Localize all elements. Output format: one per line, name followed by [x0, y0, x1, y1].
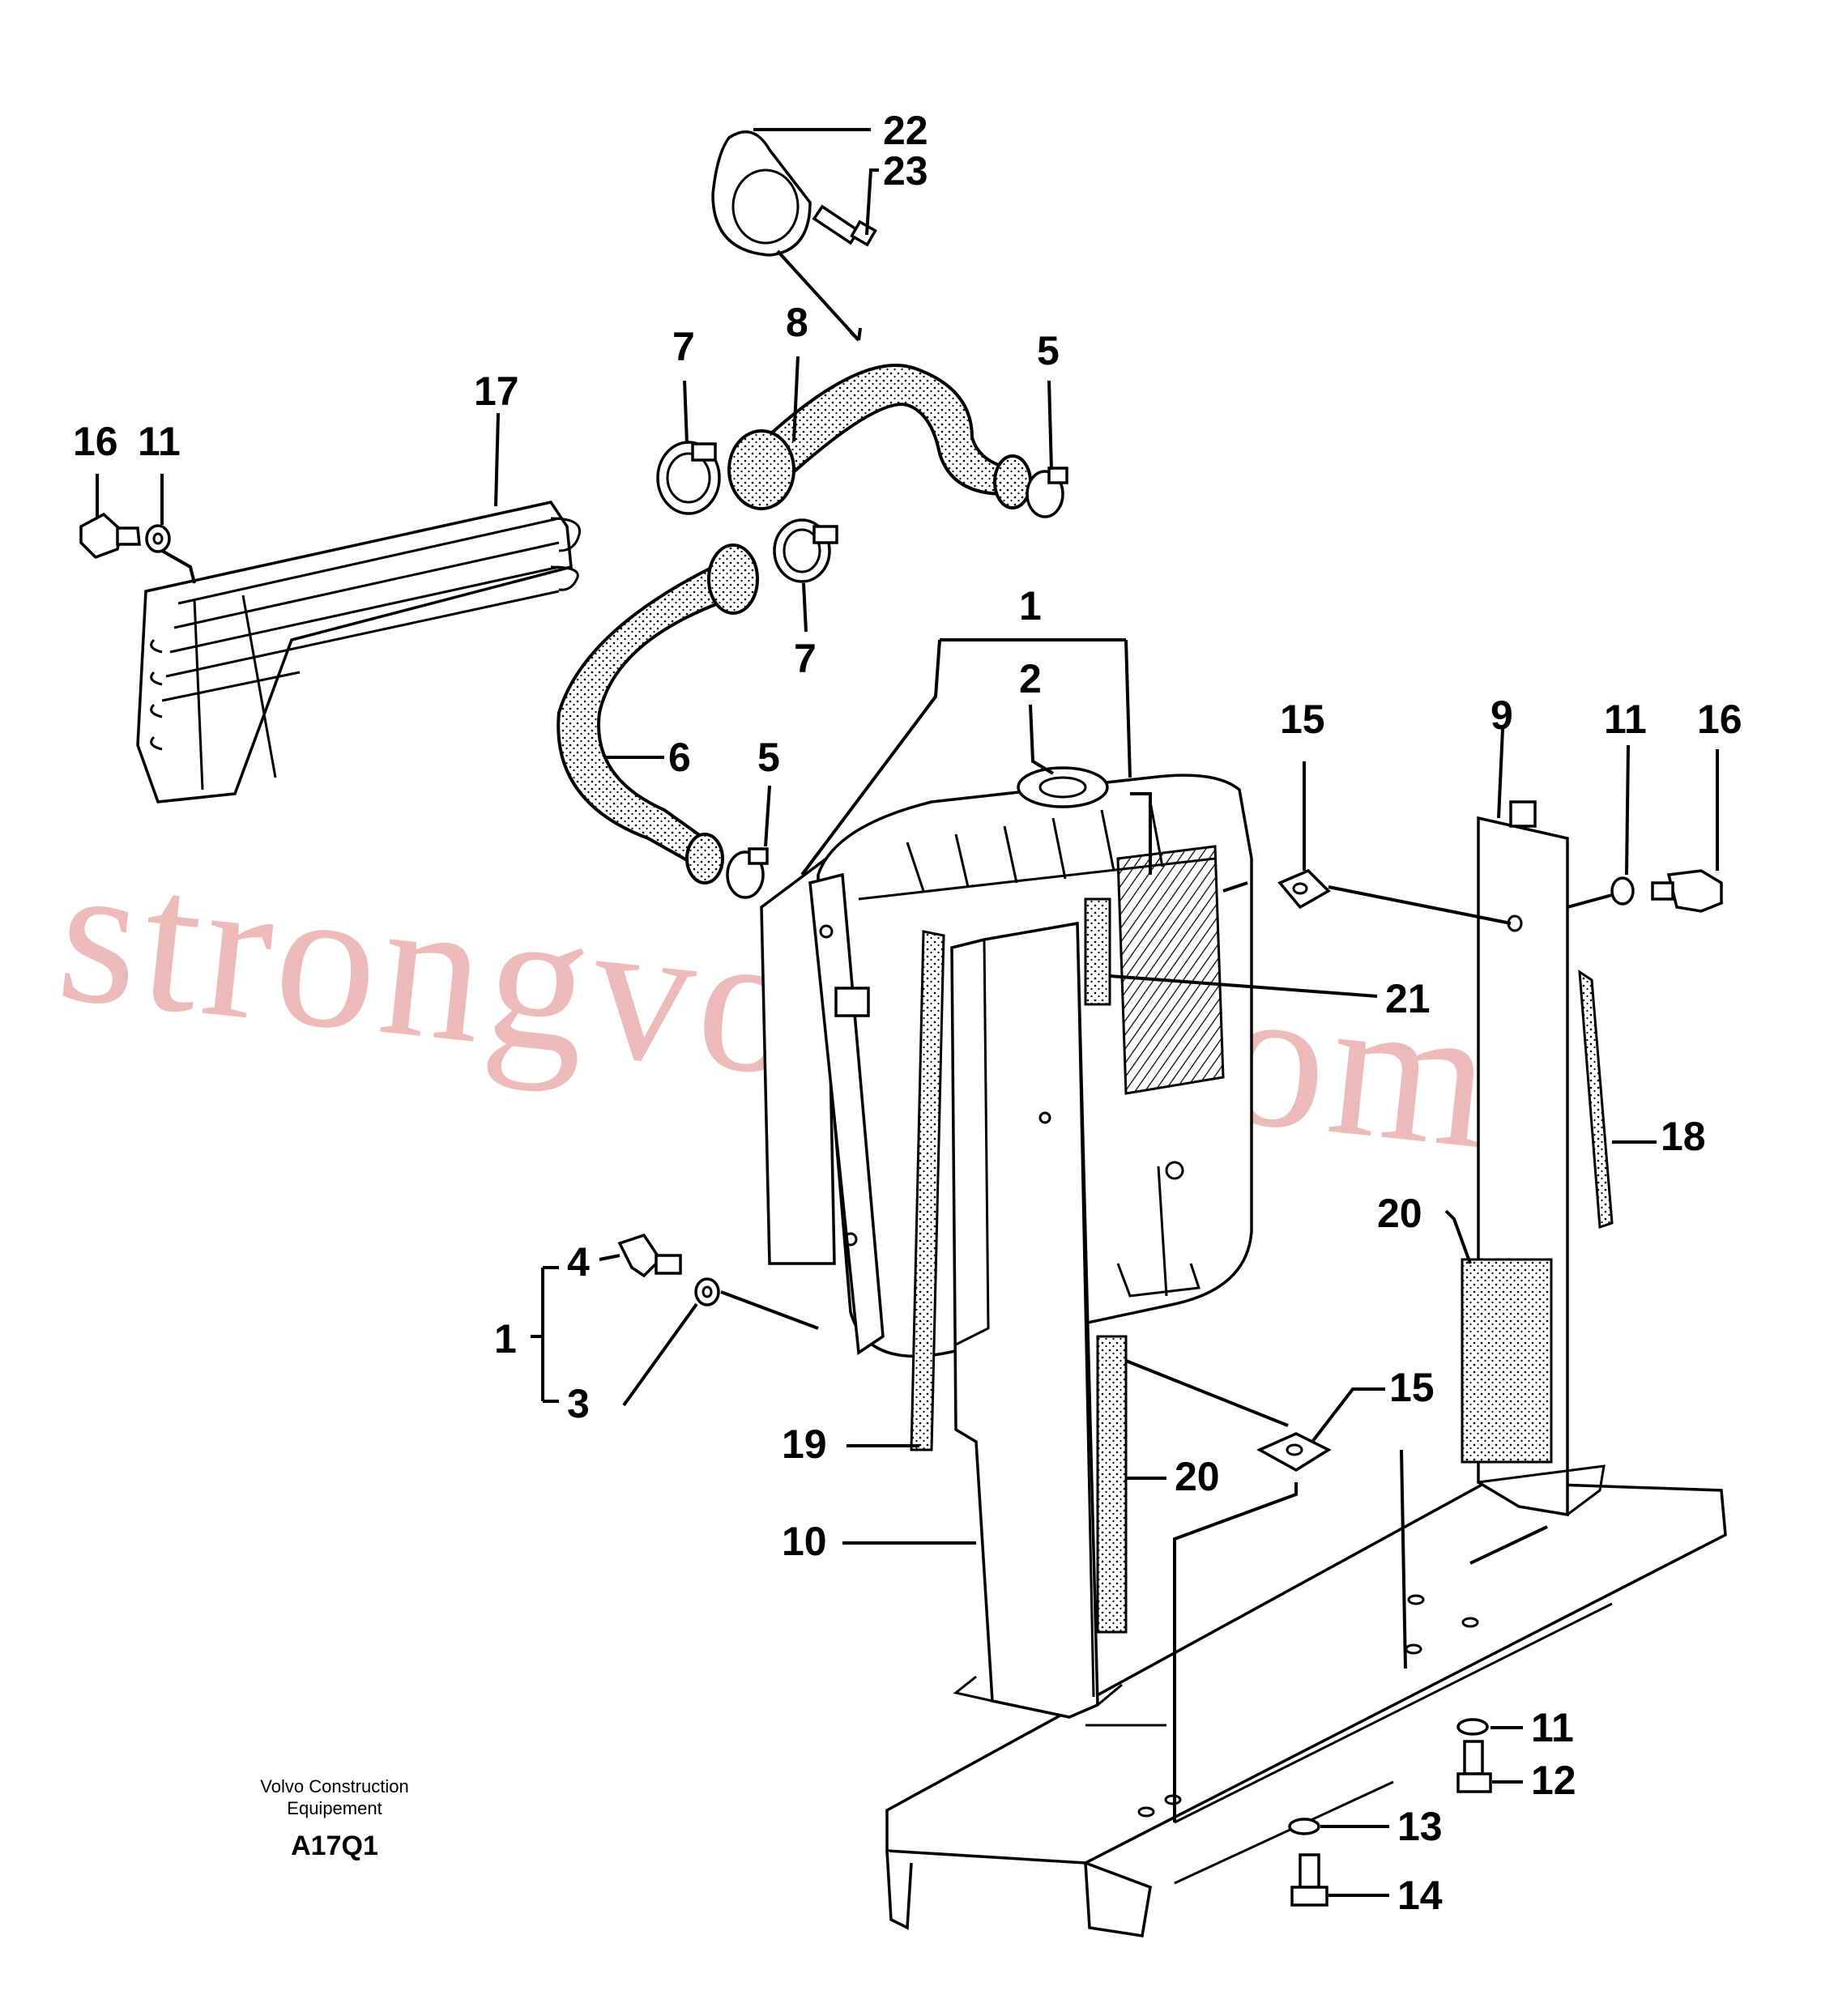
left-upright [950, 921, 1123, 1719]
pad-upper [1277, 868, 1331, 910]
callout-5: 5 [1037, 328, 1060, 373]
callout-5: 5 [757, 735, 780, 780]
top-foam-pad [1084, 897, 1111, 1006]
callout-labels: 22 23 8 7 5 17 16 11 7 1 2 6 5 15 9 11 1… [73, 108, 1742, 1918]
left-bolt-washer [79, 512, 171, 560]
callout-18: 18 [1661, 1114, 1706, 1159]
callout-20: 20 [1175, 1454, 1220, 1499]
callout-23: 23 [883, 148, 928, 194]
callout-15: 15 [1280, 697, 1325, 742]
callout-11: 11 [138, 419, 181, 464]
callout-17: 17 [474, 369, 519, 414]
lower-hose [557, 543, 759, 884]
callout-7: 7 [794, 636, 817, 681]
figure-caption: Volvo Construction Equipement A17Q1 [260, 1776, 408, 1861]
upper-hose [727, 364, 1032, 510]
middle-foam-strip [1096, 1335, 1128, 1634]
side-seal-strip [1578, 970, 1614, 1230]
callout-1: 1 [494, 1316, 517, 1362]
callout-19: 19 [782, 1421, 827, 1467]
callout-14: 14 [1397, 1873, 1443, 1918]
callout-2: 2 [1019, 656, 1042, 701]
callout-1: 1 [1019, 583, 1042, 629]
callout-21: 21 [1385, 976, 1431, 1021]
drain-plug [617, 1233, 720, 1306]
callout-6: 6 [668, 735, 691, 780]
hose-clamps [656, 441, 1068, 899]
bottom-hardware [1288, 1718, 1492, 1907]
callout-3: 3 [567, 1381, 590, 1426]
callout-11: 11 [1604, 697, 1647, 742]
callout-15: 15 [1389, 1365, 1435, 1410]
caption-line-1: Volvo Construction [260, 1776, 408, 1796]
caption-line-2: Equipement [287, 1798, 382, 1818]
leader-lines [96, 128, 1719, 1897]
callout-22: 22 [883, 108, 928, 153]
callout-9: 9 [1490, 693, 1513, 738]
oil-cooler [136, 501, 582, 803]
callout-7: 7 [672, 324, 695, 369]
right-foam-strip [1461, 1258, 1553, 1464]
callout-12: 12 [1531, 1758, 1576, 1803]
callout-11: 11 [1531, 1705, 1574, 1750]
callout-16: 16 [73, 419, 118, 464]
pad-lower [1256, 1432, 1332, 1473]
callout-16: 16 [1697, 697, 1742, 742]
callout-4: 4 [567, 1239, 590, 1285]
left-seal-strip [910, 930, 945, 1451]
right-bolt-washer [1610, 869, 1723, 913]
callout-13: 13 [1397, 1804, 1443, 1849]
pipe-clip [711, 130, 877, 257]
caption-code: A17Q1 [291, 1831, 378, 1861]
callout-10: 10 [782, 1519, 827, 1564]
callout-20: 20 [1377, 1191, 1422, 1236]
callout-8: 8 [786, 300, 808, 345]
